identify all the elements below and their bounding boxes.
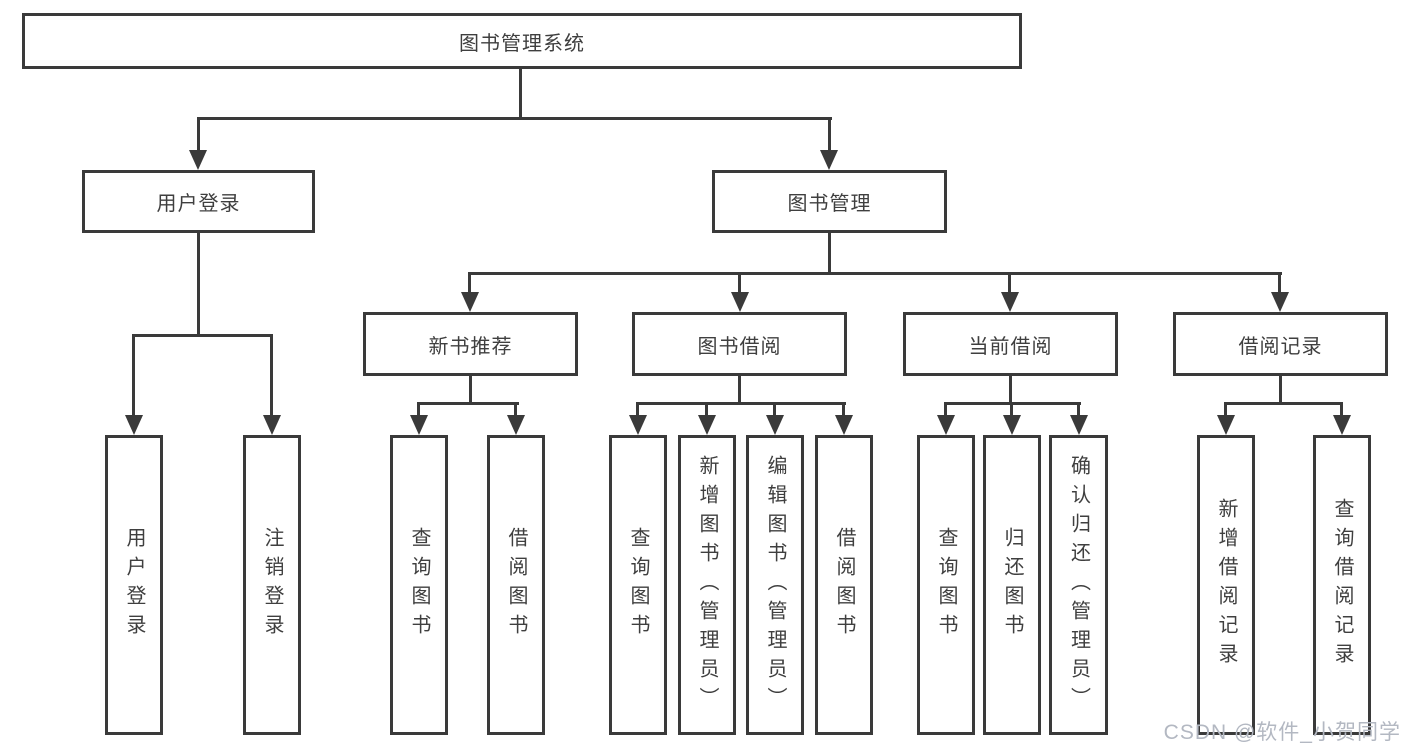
connector-line (469, 374, 472, 405)
connector-line (1279, 374, 1282, 405)
connector-line (944, 402, 947, 418)
arrowhead-icon (1271, 292, 1289, 312)
leaf-label: 确认归还（管理员） (1067, 454, 1090, 716)
arrowhead-icon (263, 415, 281, 435)
arrowhead-icon (1001, 292, 1019, 312)
arrowhead-icon (698, 415, 716, 435)
node-current-borrowing: 当前借阅 (903, 312, 1118, 376)
arrowhead-icon (731, 292, 749, 312)
connector-line (828, 231, 831, 275)
node-book-management: 图书管理 (712, 170, 947, 233)
connector-line (636, 402, 639, 418)
arrowhead-icon (1070, 415, 1088, 435)
arrowhead-icon (835, 415, 853, 435)
leaf-edit-book-admin: 编辑图书（管理员） (746, 435, 804, 735)
connector-line (514, 402, 517, 418)
leaf-label: 用户登录 (123, 527, 145, 643)
node-label: 用户登录 (156, 193, 241, 215)
connector-line (636, 402, 846, 405)
leaf-label: 注销登录 (261, 527, 283, 643)
leaf-label: 查询图书 (935, 527, 957, 643)
node-new-book-recommend: 新书推荐 (363, 312, 578, 376)
leaf-label: 查询图书 (408, 527, 430, 643)
arrowhead-icon (507, 415, 525, 435)
arrowhead-icon (189, 150, 207, 170)
connector-line (417, 402, 519, 405)
arrowhead-icon (1333, 415, 1351, 435)
connector-line (197, 117, 832, 120)
connector-line (468, 272, 471, 297)
arrowhead-icon (1003, 415, 1021, 435)
leaf-confirm-return-admin: 确认归还（管理员） (1049, 435, 1108, 735)
arrowhead-icon (820, 150, 838, 170)
node-book-borrowing: 图书借阅 (632, 312, 847, 376)
connector-line (519, 66, 522, 120)
leaf-query-borrow-record: 查询借阅记录 (1313, 435, 1371, 735)
connector-line (1008, 272, 1011, 297)
arrowhead-icon (410, 415, 428, 435)
node-user-login: 用户登录 (82, 170, 315, 233)
csdn-watermark: CSDN @软件_小贺同学 (1163, 721, 1401, 744)
node-label: 当前借阅 (968, 335, 1053, 358)
leaf-borrow-books: 借阅图书 (815, 435, 873, 735)
connector-line (270, 334, 273, 419)
node-label: 借阅记录 (1238, 335, 1323, 358)
connector-line (738, 272, 741, 297)
leaf-label: 编辑图书（管理员） (764, 454, 786, 716)
leaf-logout: 注销登录 (243, 435, 301, 735)
arrowhead-icon (125, 415, 143, 435)
node-library-management-system: 图书管理系统 (22, 13, 1022, 69)
leaf-return-book: 归还图书 (983, 435, 1041, 735)
leaf-query-books-borrowing: 查询图书 (609, 435, 667, 735)
leaf-add-borrow-record: 新增借阅记录 (1197, 435, 1255, 735)
leaf-label: 查询图书 (627, 527, 649, 643)
leaf-label: 归还图书 (1001, 527, 1023, 643)
leaf-label: 查询借阅记录 (1331, 498, 1353, 672)
connector-line (197, 231, 200, 337)
arrowhead-icon (1217, 415, 1235, 435)
connector-line (738, 374, 741, 405)
leaf-query-books-recommend: 查询图书 (390, 435, 448, 735)
node-label: 图书管理 (787, 193, 872, 215)
connector-line (468, 272, 1282, 275)
leaf-query-books-current: 查询图书 (917, 435, 975, 735)
leaf-label: 借阅图书 (833, 527, 855, 643)
connector-line (828, 117, 831, 154)
connector-line (417, 402, 420, 418)
leaf-label: 新增图书（管理员） (696, 454, 718, 716)
connector-line (1077, 402, 1080, 418)
arrowhead-icon (461, 292, 479, 312)
leaf-label: 借阅图书 (505, 527, 527, 643)
leaf-label: 新增借阅记录 (1215, 498, 1237, 672)
connector-line (1340, 402, 1343, 418)
node-label: 图书管理系统 (459, 32, 585, 55)
connector-line (132, 334, 273, 337)
leaf-add-book-admin: 新增图书（管理员） (678, 435, 736, 735)
leaf-borrow-books-recommend: 借阅图书 (487, 435, 545, 735)
connector-line (1224, 402, 1227, 418)
connector-line (1010, 402, 1013, 418)
connector-line (1278, 272, 1281, 297)
leaf-user-login: 用户登录 (105, 435, 163, 735)
connector-line (197, 117, 200, 154)
node-borrowing-records: 借阅记录 (1173, 312, 1388, 376)
connector-line (773, 402, 776, 418)
connector-line (705, 402, 708, 418)
arrowhead-icon (937, 415, 955, 435)
connector-line (842, 402, 845, 418)
connector-line (1009, 374, 1012, 405)
arrowhead-icon (629, 415, 647, 435)
connector-line (132, 334, 135, 419)
node-label: 新书推荐 (428, 335, 513, 358)
connector-line (1224, 402, 1343, 405)
node-label: 图书借阅 (697, 335, 782, 358)
arrowhead-icon (766, 415, 784, 435)
